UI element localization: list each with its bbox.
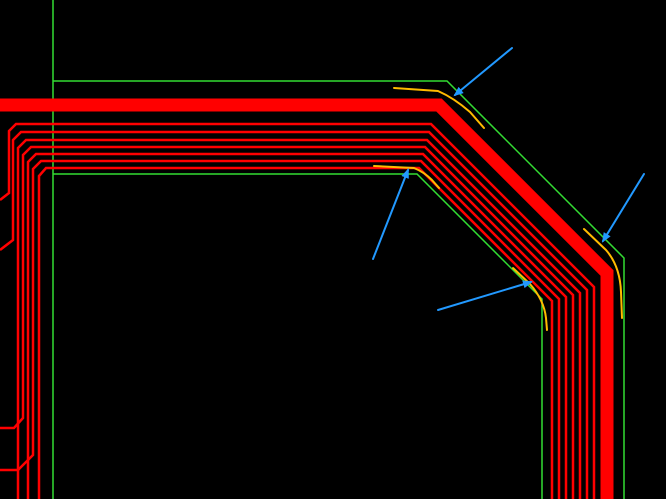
signal-trace-5 xyxy=(26,152,568,499)
arrow-outer-bottom-corner xyxy=(601,173,645,243)
wide-power-trace xyxy=(0,98,614,499)
board-outlines xyxy=(52,0,625,499)
signal-trace-3 xyxy=(16,138,582,499)
red-traces xyxy=(0,98,614,499)
signal-trace-1 xyxy=(0,122,596,499)
arrow-inner-top-corner xyxy=(372,168,409,260)
arrow-inner-bottom-corner xyxy=(437,280,533,311)
outer-clearance-outline xyxy=(53,80,625,499)
signal-trace-6 xyxy=(0,159,561,499)
outer-bottom-corner-highlight xyxy=(583,228,623,319)
inner-clearance-outline xyxy=(53,173,543,499)
highlight-marks xyxy=(373,87,623,331)
signal-trace-2 xyxy=(0,130,589,499)
annotation-arrows xyxy=(372,47,645,311)
signal-trace-4 xyxy=(0,145,575,499)
outer-top-corner-highlight xyxy=(393,87,485,129)
inner-top-corner-highlight xyxy=(373,165,440,189)
arrow-outer-top-corner xyxy=(453,47,513,97)
signal-trace-7 xyxy=(37,166,554,499)
